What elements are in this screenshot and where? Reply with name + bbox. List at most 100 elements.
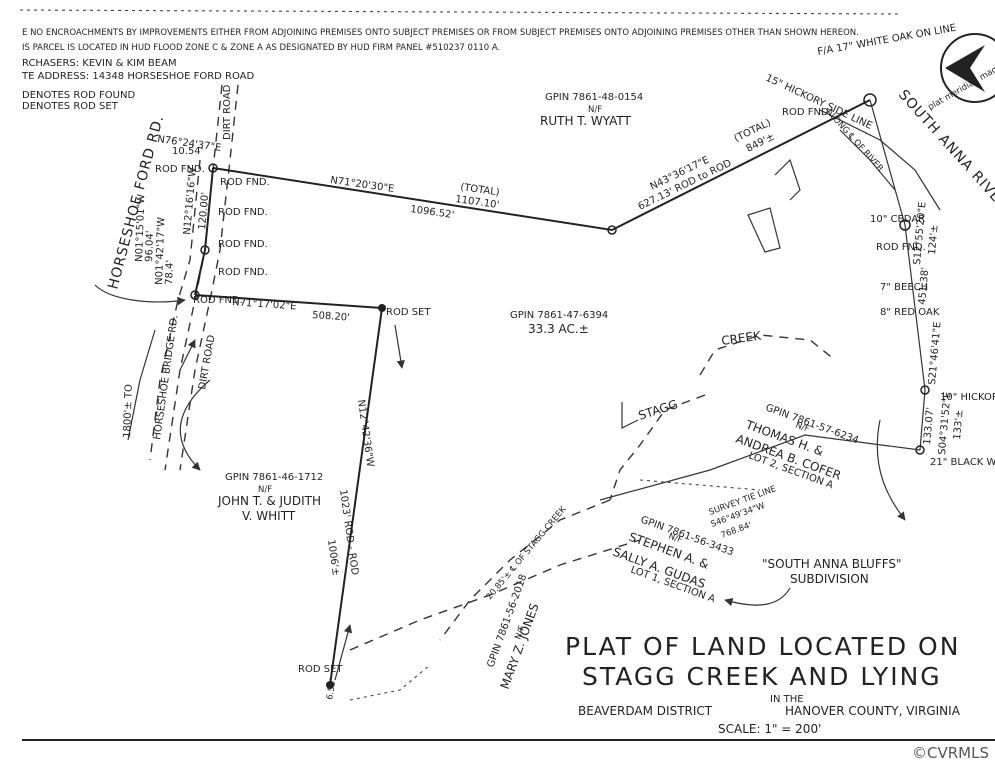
west-boundary [194,167,214,296]
road-arrow [179,339,196,371]
note-site-address: TE ADDRESS: 14348 HORSESHOE FORD ROAD [21,71,255,82]
red-oak-tree: 8" RED OAK [880,307,940,318]
legend-rod-found: DENOTES ROD FOUND [22,90,135,101]
monuments [190,93,930,689]
subdivision-label: SUBDIVISION [790,572,869,586]
rod-fnd-cedar: ROD FND. [876,242,926,253]
subject-area: 33.3 AC.± [528,322,589,336]
whitt-name-1: JOHN T. & JUDITH [217,494,321,508]
top-dist: 1096.52' [410,204,455,221]
cedar-tree: 10" CEDAR [870,214,925,225]
river-name: SOUTH ANNA RIVER [895,87,995,214]
mid-dist: 508.20' [312,310,350,324]
hf-road-arrow [94,284,186,306]
south-boundary-west [194,294,383,309]
subdivision-arrow [724,587,791,607]
gudas-nf: N/F [667,531,684,545]
river-dist-4: 133'± [952,409,966,440]
rod-fnd-w4: ROD FND. [218,239,268,250]
roads [127,84,239,471]
horseshoe-ford-edge [149,159,201,461]
rod-set-arrow [394,324,405,369]
cofer-arrow [876,419,906,521]
dirt-road-east-edge [164,84,223,471]
title-district: BEAVERDAM DISTRICT [578,704,713,718]
bridge-road-label: HORSESHOE BRIDGE RD. [152,314,180,440]
title-block: PLAT OF LAND LOCATED ON STAGG CREEK AND … [22,632,995,741]
rod-fnd-w3: ROD FND. [218,207,268,218]
rod-found-icon [208,163,218,173]
title-line-2: STAGG CREEK AND LYING [582,662,942,691]
north-boundary [212,99,871,232]
river-bank-2 [839,129,896,191]
wyatt-nf: N/F [588,105,602,115]
river-bearing-1: S12°55'20"E [912,201,928,265]
subdivision-name: "SOUTH ANNA BLUFFS" [762,557,902,571]
wyatt-gpin: GPIN 7861-48-0154 [545,92,643,103]
south-lot-line [349,539,641,651]
rod-fnd-w2: ROD FND. [220,177,270,188]
title-county: HANOVER COUNTY, VIRGINIA [785,704,961,718]
distance-to-bridge: 1800'± TO [122,384,135,438]
whitt-gpin: GPIN 7861-46-1712 [225,472,323,483]
rod-found-icon [607,225,617,235]
wyatt-name: RUTH T. WYATT [540,114,631,128]
survey-tie-line [599,434,921,501]
rod-fnd-w6: ROD FND. [193,295,243,306]
creek-lower [439,499,611,641]
title-in-the: IN THE [770,694,804,705]
note-flood-zone: IS PARCEL IS LOCATED IN HUD FLOOD ZONE C… [22,43,500,53]
creek-centerline: 20.85'± ℄ OF STAGG CREEK [485,504,569,602]
rod-fnd-w5: ROD FND. [218,267,268,278]
dirt-road-label-top: DIRT ROAD [222,84,233,140]
tree-icon [863,93,877,107]
rod-set-icon [378,304,386,312]
rod-found-icon [200,245,210,255]
w-bearing-1: N12°16'16"W [182,167,199,236]
rod-set-icon [326,681,334,689]
creek-south [349,664,431,701]
beech-tree: 7" BEECH [880,282,928,293]
small-dist: 10.54' [172,146,203,157]
dirt-road-arrow [179,379,211,471]
cofer-nf: N/F [794,420,811,434]
tree-icon [920,385,930,395]
creek-upper [699,334,836,376]
south-anna-river [747,109,941,253]
w-bearing-3: N01°42'17"W [154,217,167,285]
rod-found-icon [190,290,200,300]
top-cut-line [19,9,901,15]
horseshoe-ford-line [127,329,156,441]
top-total-label: (TOTAL) [460,182,501,198]
title-line-1: PLAT OF LAND LOCATED ON [565,632,960,661]
river-dist-3: 133.07' [922,407,936,446]
rod-set-bottom-arrow [334,624,353,681]
rod-set-dist: 6.59' [325,678,339,701]
subject-gpin: GPIN 7861-47-6394 [510,310,608,321]
watermark: ©CVRMLS [912,744,989,762]
vert-bearing: N12°42'36"W [355,399,375,468]
dirt-road-west-edge [179,84,239,471]
w-dist-1: 120.00' [197,192,211,231]
legend-rod-set: DENOTES ROD SET [22,101,119,112]
w-bearing-2: N01°15'01"W [134,194,147,262]
header-notes: E NO ENCROACHMENTS BY IMPROVEMENTS EITHE… [19,9,901,112]
river-bearing-3: S04°31'52"E [937,391,953,455]
stagg-creek [349,334,921,701]
tree-icon [899,219,911,231]
creek-label: CREEK [720,328,762,348]
hickory-tree: 10" HICKORY [940,392,995,403]
creek-detail [639,479,761,491]
note-purchasers: RCHASERS: KEVIN & KIM BEAM [22,58,177,69]
rod-fnd-river: ROD FND. [782,107,832,118]
north-arrow-icon [940,33,995,103]
note-encroachment: E NO ENCROACHMENTS BY IMPROVEMENTS EITHE… [22,28,859,38]
rod-set-bottom: ROD SET [298,664,343,675]
title-scale: SCALE: 1" = 200' [718,722,821,736]
black-walnut-tree: 21" BLACK WALNUT STUMP [930,457,995,468]
property-boundary [194,99,926,686]
river-bearing-2: S21°46'41"E [927,321,943,385]
vert-dist-2: 1006'± [325,539,341,577]
whitt-name-2: V. WHITT [242,509,296,523]
